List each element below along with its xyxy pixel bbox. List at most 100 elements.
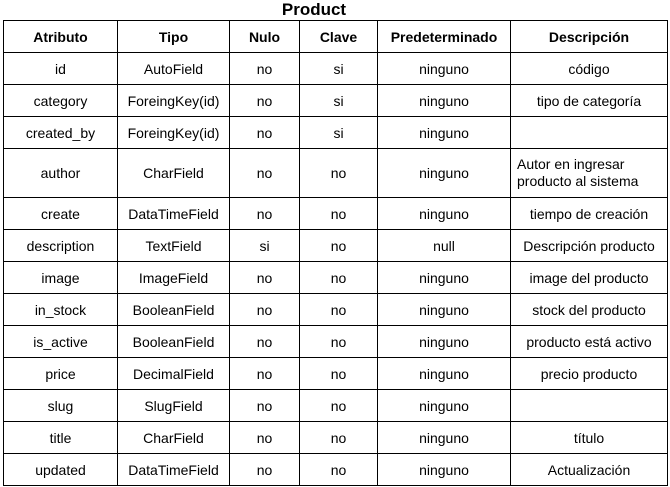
- cell-tipo: BooleanField: [117, 293, 230, 326]
- cell-descripcion: producto está activo: [510, 325, 668, 358]
- cell-clave: no: [299, 421, 378, 454]
- cell-nulo: no: [229, 325, 300, 358]
- header-nulo: Nulo: [229, 20, 300, 53]
- cell-atributo: description: [3, 229, 118, 262]
- cell-clave: no: [299, 389, 378, 422]
- table-row: updated DataTimeField no no ninguno Actu…: [3, 453, 668, 486]
- cell-clave: si: [299, 84, 378, 117]
- table-row: author CharField no no ninguno Autor en …: [3, 148, 668, 198]
- cell-clave: si: [299, 52, 378, 85]
- cell-predeterminado: ninguno: [377, 421, 511, 454]
- cell-nulo: no: [229, 116, 300, 149]
- cell-tipo: ForeingKey(id): [117, 84, 230, 117]
- cell-atributo: create: [3, 197, 118, 230]
- header-atributo: Atributo: [3, 20, 118, 53]
- cell-nulo: no: [229, 84, 300, 117]
- header-predeterminado: Predeterminado: [377, 20, 511, 53]
- attribute-table: Atributo Tipo Nulo Clave Predeterminado …: [3, 20, 668, 486]
- cell-predeterminado: ninguno: [377, 453, 511, 486]
- cell-tipo: SlugField: [117, 389, 230, 422]
- cell-nulo: no: [229, 453, 300, 486]
- cell-tipo: ImageField: [117, 261, 230, 294]
- cell-tipo: CharField: [117, 148, 230, 198]
- cell-predeterminado: null: [377, 229, 511, 262]
- cell-descripcion: código: [510, 52, 668, 85]
- cell-tipo: CharField: [117, 421, 230, 454]
- header-tipo: Tipo: [117, 20, 230, 53]
- table-title: Product: [281, 0, 347, 19]
- cell-tipo: ForeingKey(id): [117, 116, 230, 149]
- cell-predeterminado: ninguno: [377, 261, 511, 294]
- cell-nulo: no: [229, 421, 300, 454]
- cell-atributo: category: [3, 84, 118, 117]
- cell-descripcion: título: [510, 421, 668, 454]
- cell-descripcion: image del producto: [510, 261, 668, 294]
- header-clave: Clave: [299, 20, 378, 53]
- cell-nulo: no: [229, 148, 300, 198]
- cell-clave: si: [299, 116, 378, 149]
- table-row: slug SlugField no no ninguno: [3, 389, 668, 422]
- cell-atributo: price: [3, 357, 118, 390]
- table-row: create DataTimeField no no ninguno tiemp…: [3, 197, 668, 230]
- cell-predeterminado: ninguno: [377, 116, 511, 149]
- cell-descripcion: precio producto: [510, 357, 668, 390]
- cell-predeterminado: ninguno: [377, 52, 511, 85]
- cell-clave: no: [299, 197, 378, 230]
- cell-predeterminado: ninguno: [377, 148, 511, 198]
- cell-descripcion: [510, 116, 668, 149]
- cell-tipo: DecimalField: [117, 357, 230, 390]
- cell-predeterminado: ninguno: [377, 357, 511, 390]
- cell-predeterminado: ninguno: [377, 293, 511, 326]
- header-row: Atributo Tipo Nulo Clave Predeterminado …: [3, 20, 668, 53]
- cell-clave: no: [299, 357, 378, 390]
- cell-nulo: no: [229, 293, 300, 326]
- cell-descripcion: Autor en ingresar producto al sistema: [510, 148, 668, 198]
- cell-clave: no: [299, 229, 378, 262]
- cell-nulo: no: [229, 197, 300, 230]
- cell-descripcion: tipo de categoría: [510, 84, 668, 117]
- cell-atributo: is_active: [3, 325, 118, 358]
- table-row: title CharField no no ninguno título: [3, 421, 668, 454]
- cell-predeterminado: ninguno: [377, 84, 511, 117]
- cell-descripcion: stock del producto: [510, 293, 668, 326]
- cell-descripcion: Actualización: [510, 453, 668, 486]
- cell-atributo: updated: [3, 453, 118, 486]
- cell-nulo: no: [229, 52, 300, 85]
- cell-atributo: in_stock: [3, 293, 118, 326]
- cell-predeterminado: ninguno: [377, 197, 511, 230]
- cell-nulo: no: [229, 357, 300, 390]
- header-descripcion: Descripción: [510, 20, 668, 53]
- table-row: category ForeingKey(id) no si ninguno ti…: [3, 84, 668, 117]
- cell-descripcion: [510, 389, 668, 422]
- cell-tipo: DataTimeField: [117, 453, 230, 486]
- table-row: image ImageField no no ninguno image del…: [3, 261, 668, 294]
- cell-atributo: slug: [3, 389, 118, 422]
- cell-clave: no: [299, 453, 378, 486]
- cell-tipo: AutoField: [117, 52, 230, 85]
- cell-atributo: created_by: [3, 116, 118, 149]
- cell-predeterminado: ninguno: [377, 325, 511, 358]
- table-row: is_active BooleanField no no ninguno pro…: [3, 325, 668, 358]
- cell-nulo: no: [229, 261, 300, 294]
- cell-atributo: image: [3, 261, 118, 294]
- cell-tipo: TextField: [117, 229, 230, 262]
- table-row: price DecimalField no no ninguno precio …: [3, 357, 668, 390]
- cell-nulo: no: [229, 389, 300, 422]
- cell-descripcion: tiempo de creación: [510, 197, 668, 230]
- cell-nulo: si: [229, 229, 300, 262]
- table-row: id AutoField no si ninguno código: [3, 52, 668, 85]
- cell-clave: no: [299, 261, 378, 294]
- cell-tipo: BooleanField: [117, 325, 230, 358]
- table-row: created_by ForeingKey(id) no si ninguno: [3, 116, 668, 149]
- cell-tipo: DataTimeField: [117, 197, 230, 230]
- cell-atributo: title: [3, 421, 118, 454]
- table-row: in_stock BooleanField no no ninguno stoc…: [3, 293, 668, 326]
- cell-predeterminado: ninguno: [377, 389, 511, 422]
- cell-clave: no: [299, 325, 378, 358]
- cell-descripcion: Descripción producto: [510, 229, 668, 262]
- cell-clave: no: [299, 293, 378, 326]
- cell-atributo: id: [3, 52, 118, 85]
- cell-atributo: author: [3, 148, 118, 198]
- table-row: description TextField si no null Descrip…: [3, 229, 668, 262]
- cell-clave: no: [299, 148, 378, 198]
